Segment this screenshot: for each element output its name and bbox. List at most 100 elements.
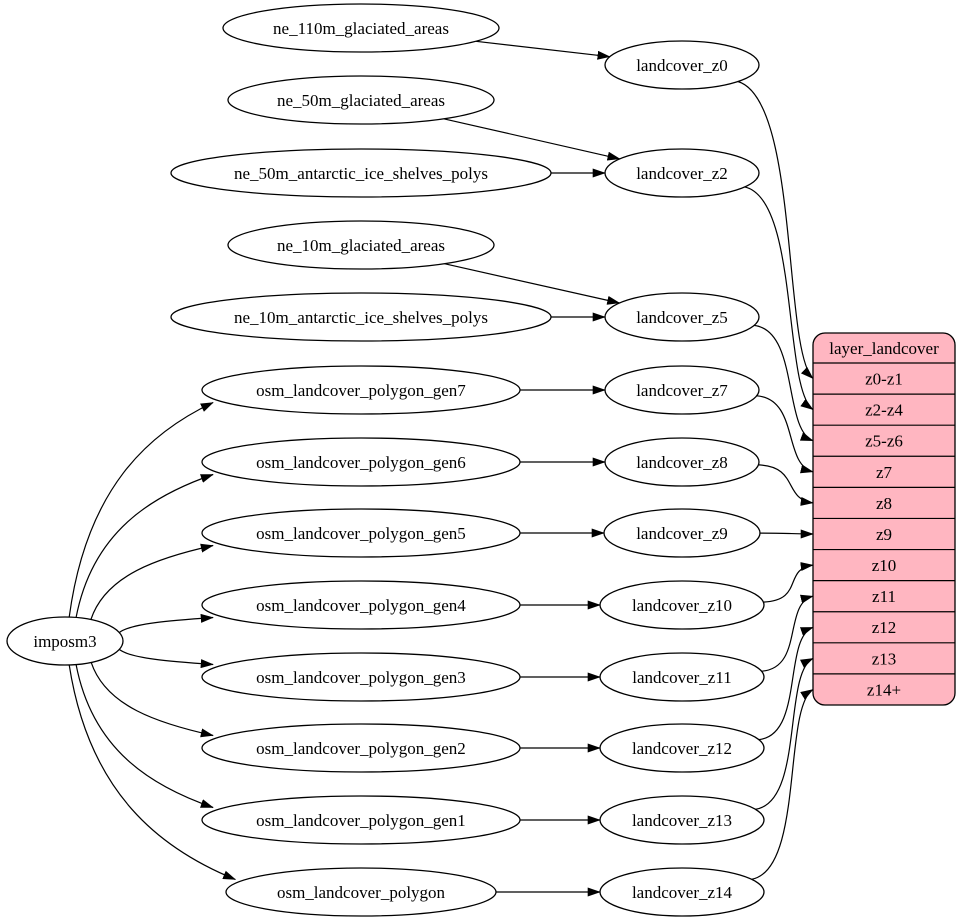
- node-label: landcover_z12: [632, 739, 732, 758]
- row-label: z2-z4: [865, 401, 903, 420]
- node-ne_50m_glaciated_areas: ne_50m_glaciated_areas: [227, 75, 495, 125]
- node-label: ne_110m_glaciated_areas: [273, 19, 449, 38]
- node-osm_landcover_polygon_gen7: osm_landcover_polygon_gen7: [201, 365, 521, 415]
- table-row-z9: z9: [813, 517, 955, 544]
- node-label: landcover_z10: [632, 596, 732, 615]
- edge-landcover_z13-to-layer_landcover-z13: [755, 657, 814, 810]
- node-label: landcover_z13: [632, 811, 732, 830]
- node-ellipse: [201, 437, 521, 487]
- node-label: osm_landcover_polygon_gen3: [256, 668, 466, 687]
- edge-imposm3-to-osm_landcover_polygon: [68, 664, 237, 881]
- node-label: landcover_z14: [632, 883, 733, 902]
- table-row-z8: z8: [813, 486, 955, 513]
- node-ellipse: [604, 437, 760, 487]
- row-label: z7: [876, 463, 893, 482]
- edge-landcover_z12-to-layer_landcover-z12: [758, 626, 814, 741]
- node-landcover_z8: landcover_z8: [604, 437, 760, 487]
- row-label: z14+: [867, 680, 901, 699]
- table-row-z2-z4: z2-z4: [813, 393, 955, 420]
- node-ellipse: [599, 652, 765, 702]
- node-landcover_z7: landcover_z7: [604, 365, 760, 415]
- row-label: z5-z6: [865, 432, 903, 451]
- edge-imposm3-to-osm_landcover_polygon_gen5: [90, 543, 214, 620]
- node-ellipse: [201, 365, 521, 415]
- node-label: landcover_z8: [636, 453, 728, 472]
- node-ellipse: [599, 795, 765, 845]
- edge-imposm3-to-osm_landcover_polygon_gen4: [118, 613, 214, 634]
- table-title: layer_landcover: [829, 339, 939, 358]
- node-ellipse: [227, 75, 495, 125]
- node-ellipse: [201, 652, 521, 702]
- edge-imposm3-to-osm_landcover_polygon_gen2: [90, 662, 214, 738]
- edge-landcover_z9-to-layer_landcover-z9: [759, 529, 814, 539]
- node-ellipse: [603, 508, 761, 558]
- node-ellipse: [201, 508, 521, 558]
- node-osm_landcover_polygon_gen5: osm_landcover_polygon_gen5: [201, 508, 521, 558]
- table-row-z0-z1: z0-z1: [813, 362, 955, 388]
- row-label: z9: [876, 525, 892, 544]
- node-label: landcover_z2: [636, 164, 728, 183]
- node-label: ne_50m_glaciated_areas: [277, 91, 445, 110]
- edge-landcover_z11-to-layer_landcover-z11: [761, 594, 814, 672]
- node-osm_landcover_polygon_gen2: osm_landcover_polygon_gen2: [201, 723, 521, 773]
- node-label: osm_landcover_polygon_gen2: [256, 739, 466, 758]
- node-landcover_z13: landcover_z13: [599, 795, 765, 845]
- node-landcover_z11: landcover_z11: [599, 652, 765, 702]
- node-ellipse: [222, 3, 500, 53]
- edge-landcover_z5-to-layer_landcover-z5-z6: [754, 324, 814, 442]
- node-ellipse: [599, 723, 765, 773]
- row-label: z8: [876, 494, 892, 513]
- edge-imposm3-to-osm_landcover_polygon_gen3: [118, 648, 214, 669]
- edge-landcover_z10-to-layer_landcover-z10: [763, 562, 814, 603]
- edge-ne_110m_glaciated_areas-to-landcover_z0: [475, 40, 611, 60]
- node-ne_10m_antarctic_ice_shelves_polys: ne_10m_antarctic_ice_shelves_polys: [170, 292, 552, 342]
- node-label: landcover_z0: [636, 56, 728, 75]
- node-imposm3: imposm3: [6, 616, 124, 666]
- row-label: z12: [872, 618, 897, 637]
- node-label: landcover_z7: [636, 381, 728, 400]
- node-ellipse: [604, 365, 760, 415]
- row-label: z13: [872, 649, 897, 668]
- node-ellipse: [201, 795, 521, 845]
- row-label: z10: [872, 556, 897, 575]
- table-layer_landcover: layer_landcover z0-z1 z2-z4 z5-z6 z7 z8 z9 z10 z…: [812, 332, 956, 706]
- node-ellipse: [604, 40, 760, 90]
- node-label: osm_landcover_polygon_gen5: [256, 524, 466, 543]
- node-label: osm_landcover_polygon: [277, 883, 446, 902]
- node-label: osm_landcover_polygon_gen1: [256, 811, 466, 830]
- row-label: z0-z1: [865, 369, 903, 388]
- table-row-z14+: z14+: [813, 673, 955, 699]
- node-ellipse: [170, 292, 552, 342]
- table-row-z7: z7: [813, 455, 955, 482]
- node-landcover_z10: landcover_z10: [599, 580, 765, 630]
- row-label: z11: [872, 587, 896, 606]
- node-landcover_z5: landcover_z5: [604, 292, 760, 342]
- node-ellipse: [599, 867, 765, 917]
- node-ellipse: [170, 148, 552, 198]
- node-ne_50m_antarctic_ice_shelves_polys: ne_50m_antarctic_ice_shelves_polys: [170, 148, 552, 198]
- table-row-z5-z6: z5-z6: [813, 424, 955, 451]
- node-osm_landcover_polygon: osm_landcover_polygon: [225, 867, 497, 917]
- node-osm_landcover_polygon_gen1: osm_landcover_polygon_gen1: [201, 795, 521, 845]
- node-osm_landcover_polygon_gen4: osm_landcover_polygon_gen4: [201, 580, 521, 630]
- node-landcover_z0: landcover_z0: [604, 40, 760, 90]
- node-ellipse: [201, 723, 521, 773]
- edge-imposm3-to-osm_landcover_polygon_gen1: [75, 664, 214, 809]
- node-landcover_z12: landcover_z12: [599, 723, 765, 773]
- node-ellipse: [604, 292, 760, 342]
- node-label: osm_landcover_polygon_gen7: [256, 381, 466, 400]
- edge-landcover_z14-to-layer_landcover-z14+: [751, 688, 814, 880]
- node-ellipse: [201, 580, 521, 630]
- node-ellipse: [604, 148, 760, 198]
- node-osm_landcover_polygon_gen6: osm_landcover_polygon_gen6: [201, 437, 521, 487]
- node-ellipse: [6, 616, 124, 666]
- node-landcover_z2: landcover_z2: [604, 148, 760, 198]
- node-label: ne_50m_antarctic_ice_shelves_polys: [234, 164, 488, 183]
- edge-imposm3-to-osm_landcover_polygon_gen7: [68, 401, 214, 618]
- edge-landcover_z0-to-layer_landcover-z0-z1: [737, 80, 814, 379]
- node-label: landcover_z5: [636, 308, 728, 327]
- node-label: imposm3: [33, 632, 96, 651]
- edge-ne_10m_glaciated_areas-to-landcover_z5: [444, 263, 621, 305]
